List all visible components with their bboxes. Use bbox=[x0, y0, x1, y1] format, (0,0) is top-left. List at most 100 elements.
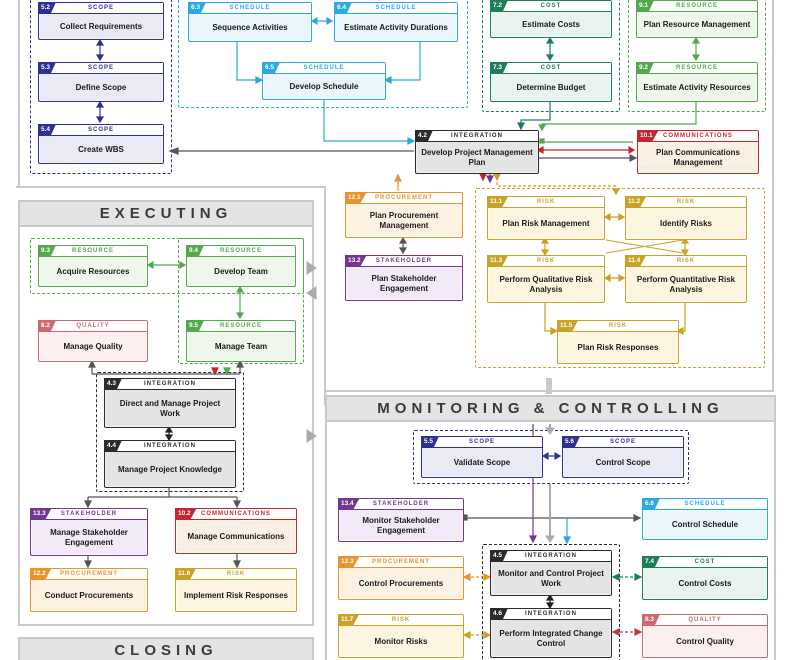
process-number-badge: 5.2 bbox=[38, 2, 57, 13]
process-plan-risk-management: 11.1 RISK Plan Risk Management bbox=[487, 196, 605, 240]
process-number-badge: 11.6 bbox=[175, 568, 197, 579]
process-number-badge: 12.1 bbox=[345, 192, 367, 203]
process-title: Determine Budget bbox=[516, 82, 586, 92]
process-category: PROCUREMENT bbox=[374, 195, 433, 201]
process-number-badge: 4.6 bbox=[490, 608, 509, 619]
process-category: SCHEDULE bbox=[684, 501, 726, 507]
process-title: Plan Procurement Management bbox=[369, 210, 439, 230]
process-category: INTEGRATION bbox=[525, 611, 577, 617]
process-title: Manage Project Knowledge bbox=[117, 464, 223, 474]
process-title: Control Costs bbox=[678, 578, 732, 588]
process-category: STAKEHOLDER bbox=[372, 501, 430, 507]
process-number-badge: 12.3 bbox=[338, 556, 360, 567]
process-number-badge: 9.2 bbox=[636, 62, 655, 73]
process-category: PROCUREMENT bbox=[371, 559, 430, 565]
process-category: SCHEDULE bbox=[229, 5, 271, 11]
process-title: Create WBS bbox=[78, 144, 124, 154]
process-title: Plan Risk Management bbox=[502, 218, 590, 228]
process-number-badge: 9.1 bbox=[636, 0, 655, 11]
process-category: INTEGRATION bbox=[525, 553, 577, 559]
process-number-badge: 9.4 bbox=[186, 245, 205, 256]
process-title: Monitor Stakeholder Engagement bbox=[362, 515, 440, 535]
process-title: Validate Scope bbox=[453, 457, 511, 467]
process-title: Manage Communications bbox=[187, 531, 285, 541]
process-category: INTEGRATION bbox=[144, 443, 196, 449]
process-category: SCOPE bbox=[87, 127, 114, 133]
process-title: Define Scope bbox=[75, 82, 127, 92]
process-number-badge: 13.2 bbox=[345, 255, 367, 266]
schedule-planning-cluster bbox=[178, 0, 468, 108]
process-number-badge: 6.5 bbox=[262, 62, 281, 73]
process-number-badge: 6.4 bbox=[334, 2, 353, 13]
process-category: QUALITY bbox=[76, 323, 110, 329]
process-plan-procurement-management: 12.1 PROCUREMENT Plan Procurement Manageme… bbox=[345, 192, 463, 238]
process-title: Implement Risk Responses bbox=[183, 590, 289, 600]
process-category: QUALITY bbox=[688, 617, 722, 623]
process-number-badge: 7.2 bbox=[490, 0, 509, 11]
process-category: RISK bbox=[536, 199, 556, 205]
closing-section-panel: CLOSING bbox=[18, 637, 314, 660]
resource-planning-cluster bbox=[628, 0, 766, 112]
process-title: Plan Resource Management bbox=[643, 19, 751, 29]
process-title: Manage Stakeholder Engagement bbox=[50, 527, 128, 547]
process-title: Estimate Activity Resources bbox=[643, 82, 751, 92]
process-manage-project-knowledge: 4.4 INTEGRATION Manage Project Knowledge bbox=[104, 440, 236, 488]
process-title: Monitor Risks bbox=[374, 636, 428, 646]
process-number-badge: 12.2 bbox=[30, 568, 52, 579]
process-category: RISK bbox=[536, 258, 556, 264]
process-category: COST bbox=[694, 559, 716, 565]
process-title: Perform Integrated Change Control bbox=[499, 628, 603, 648]
process-title: Sequence Activities bbox=[212, 22, 288, 32]
process-title: Perform Quantitative Risk Analysis bbox=[636, 274, 736, 294]
process-title: Plan Risk Responses bbox=[577, 342, 659, 352]
process-title: Estimate Activity Durations bbox=[344, 22, 448, 32]
process-category: COST bbox=[540, 65, 562, 71]
process-title: Control Schedule bbox=[671, 519, 739, 529]
process-title: Acquire Resources bbox=[56, 266, 130, 276]
process-title: Control Scope bbox=[595, 457, 651, 467]
process-number-badge: 11.1 bbox=[487, 196, 509, 207]
process-title: Manage Quality bbox=[63, 341, 123, 351]
process-number-badge: 9.5 bbox=[186, 320, 205, 331]
process-category: SCOPE bbox=[609, 439, 636, 445]
process-category: RESOURCE bbox=[219, 323, 262, 329]
process-number-badge: 5.5 bbox=[421, 436, 440, 447]
integration-monitoring-cluster bbox=[482, 544, 620, 660]
process-category: RISK bbox=[608, 323, 628, 329]
process-number-badge: 7.3 bbox=[490, 62, 509, 73]
process-category: COMMUNICATIONS bbox=[663, 133, 733, 139]
process-manage-team: 9.5 RESOURCE Manage Team bbox=[186, 320, 296, 362]
process-title: Manage Team bbox=[214, 341, 268, 351]
process-number-badge: 11.4 bbox=[625, 255, 647, 266]
process-number-badge: 5.4 bbox=[38, 124, 57, 135]
process-title: Plan Stakeholder Engagement bbox=[371, 273, 437, 293]
process-number-badge: 8.3 bbox=[642, 614, 661, 625]
process-number-badge: 13.3 bbox=[30, 508, 52, 519]
process-category: COST bbox=[540, 3, 562, 9]
process-category: RISK bbox=[676, 199, 696, 205]
process-number-badge: 4.4 bbox=[104, 440, 123, 451]
process-create-wbs: 5.4 SCOPE Create WBS bbox=[38, 124, 164, 164]
process-title: Direct and Manage Project Work bbox=[119, 398, 221, 418]
process-title: Develop Project Management Plan bbox=[421, 147, 533, 167]
process-title: Perform Qualitative Risk Analysis bbox=[499, 274, 593, 294]
